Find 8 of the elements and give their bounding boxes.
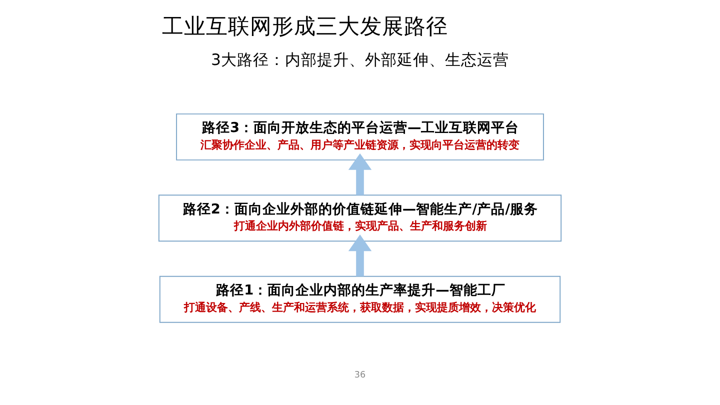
label: 36 (354, 370, 366, 380)
diagram-title: 工业互联网形成三大发展路径 (162, 14, 448, 40)
node-box: 路径2：面向企业外部的价值链延伸—智能生产/产品/服务 打通企业内外部价值链，实现产品、生产和服务创新 (158, 194, 562, 242)
arrow (348, 153, 372, 196)
node-box: 路径1：面向企业内部的生产率提升—智能工厂 打通设备、产线、生产和运营系统，获取数据，实现提质增效，决策优化 (159, 276, 561, 323)
node-box: 路径3：面向开放生态的平台运营—工业互联网平台 汇聚协作企业、产品、用户等产业链资源，实现向平台运营的转变 (176, 113, 544, 160)
arrow (348, 234, 372, 276)
label: 3大路径：内部提升、外部延伸、生态运营 (211, 50, 509, 69)
